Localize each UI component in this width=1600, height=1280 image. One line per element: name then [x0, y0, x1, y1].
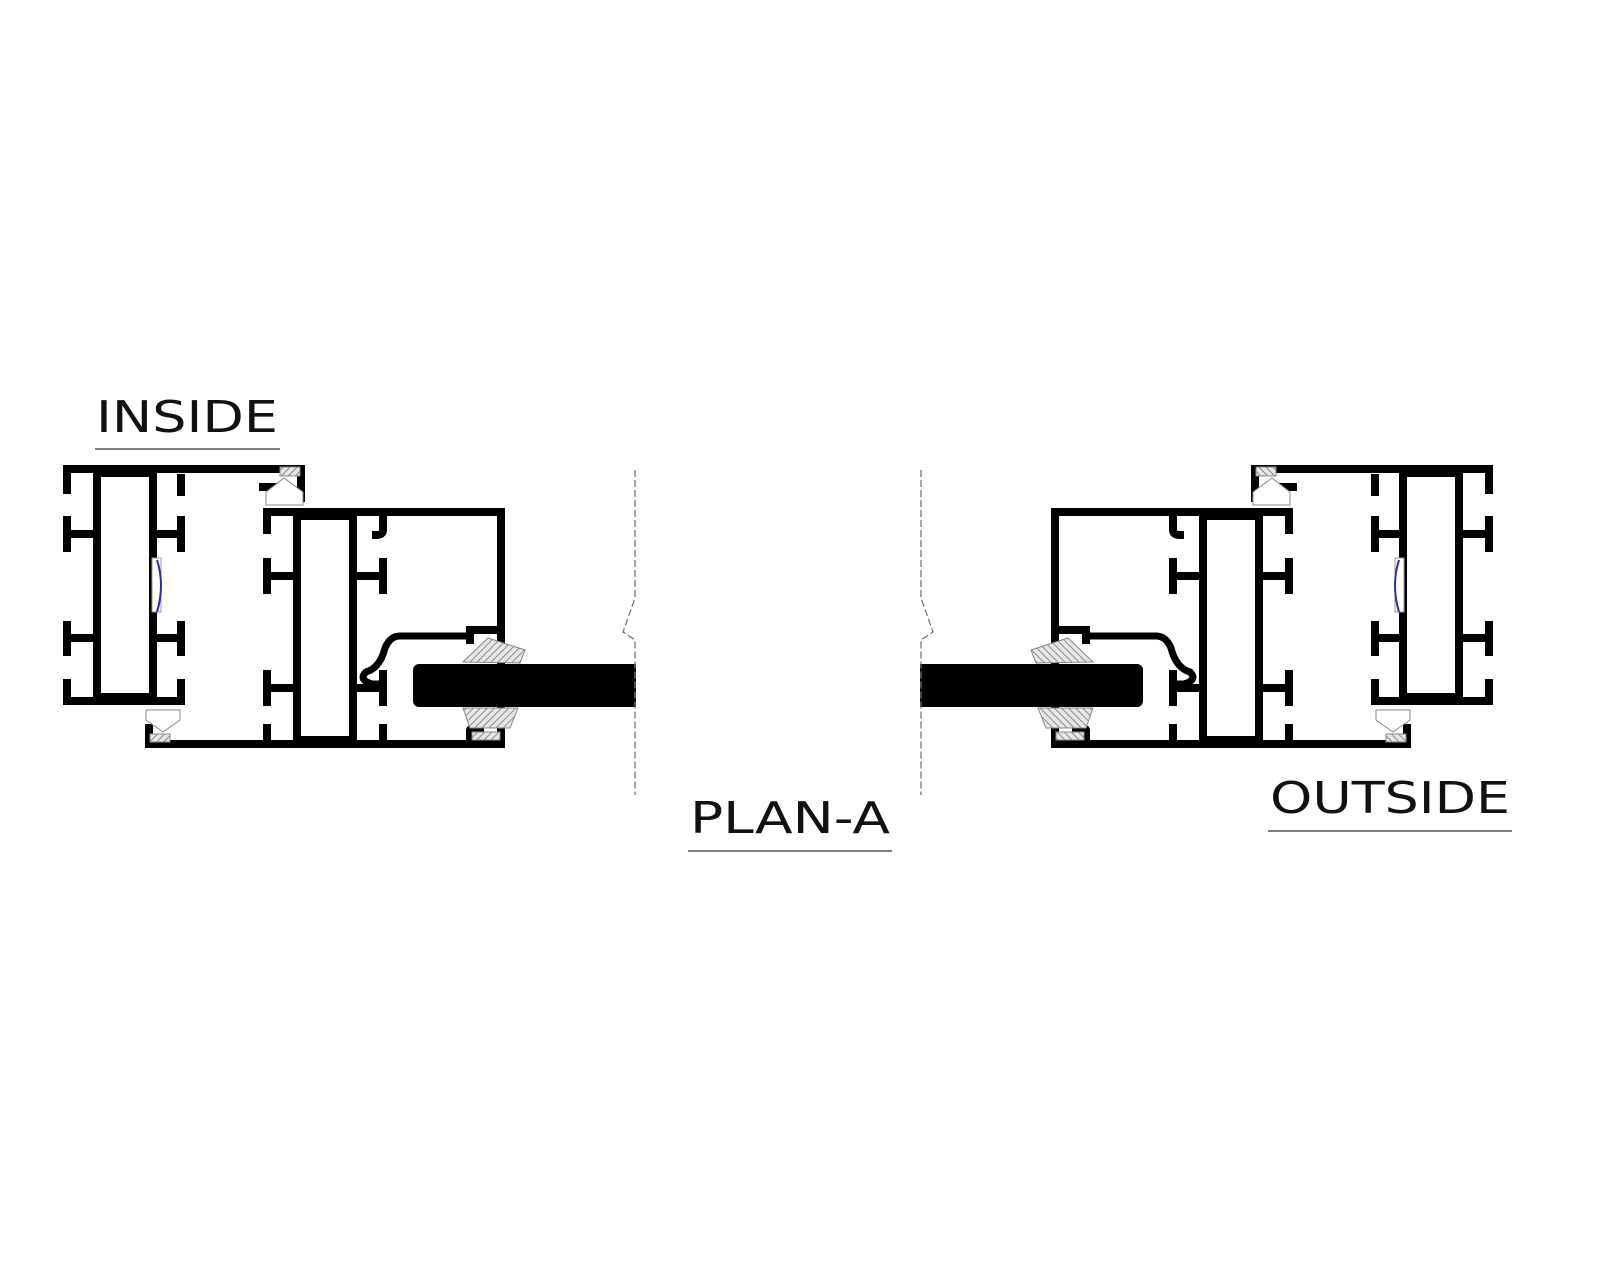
outside-label: OUTSIDE — [1270, 773, 1510, 824]
right-frame-section — [890, 467, 1489, 795]
plan-label: PLAN-A — [690, 793, 890, 844]
inside-label: INSIDE — [96, 392, 278, 443]
left-frame-section — [67, 467, 666, 795]
